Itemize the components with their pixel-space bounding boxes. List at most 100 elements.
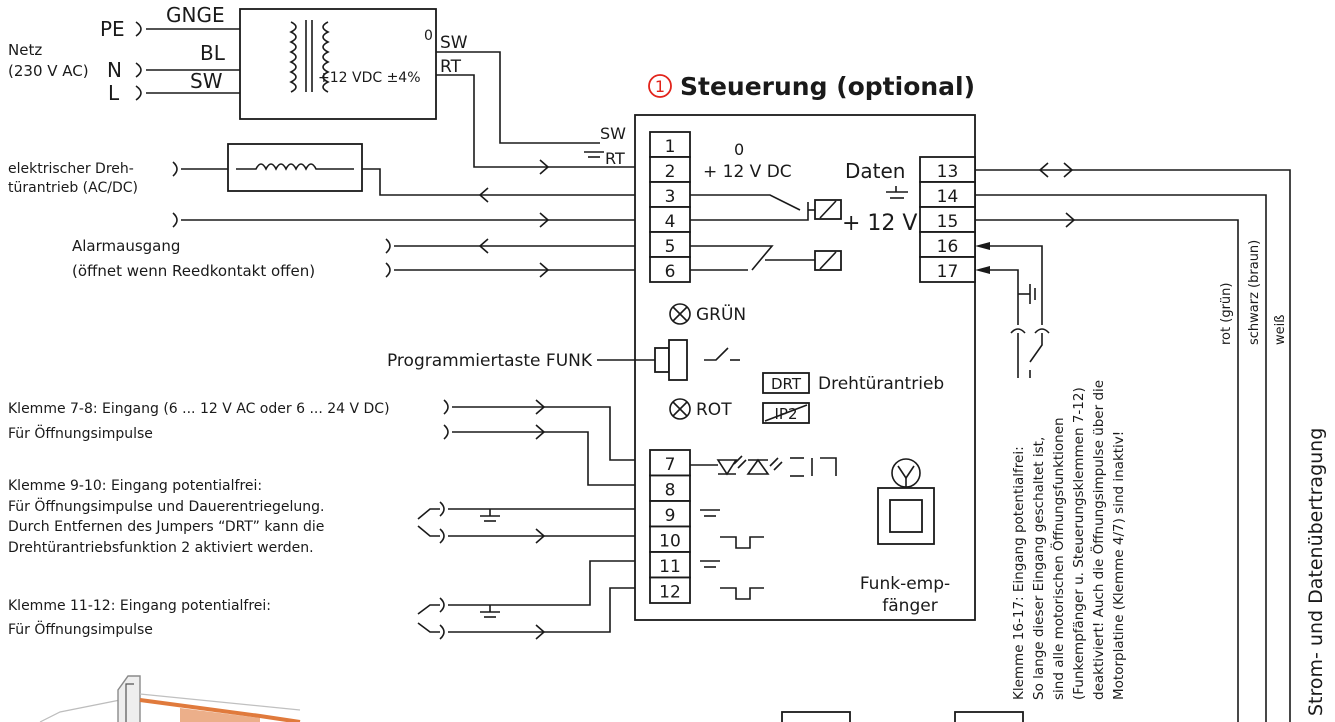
arrow-15 [1065, 212, 1076, 228]
left-terminal-label: 1 [665, 137, 676, 157]
left-terminal-label: 3 [665, 187, 676, 207]
right-terminal-label: 17 [937, 262, 959, 282]
psu-out-sw: SW [440, 33, 468, 53]
psu-output-voltage: +12 VDC ±4% [318, 70, 421, 86]
drive-label-line1: elektrischer Dreh- [8, 161, 134, 177]
ground-symbol-9 [700, 509, 720, 517]
vertical-note-line: Klemme 16-17: Eingang potentialfrei: [1011, 446, 1027, 700]
left-terminal-label: 10 [659, 532, 681, 552]
mains-pe: PE [100, 17, 125, 41]
k910-line2: Für Öffnungsimpulse und Dauerentriegelun… [8, 497, 324, 515]
alarm-label-line1: Alarmausgang [72, 237, 180, 255]
alarm-label-line2: (öffnet wenn Reedkontakt offen) [72, 262, 315, 280]
k78-plug-a [443, 399, 449, 415]
controller-badge-ring [648, 74, 672, 98]
switch-16-17 [1029, 333, 1043, 363]
radio-receiver: Funk-emp- fänger [860, 458, 950, 616]
left-terminal-2 [649, 156, 691, 183]
wire-psu-rt [436, 74, 635, 168]
ground-symbol-17 [1018, 284, 1036, 304]
left-terminal-label: 4 [665, 212, 676, 232]
wire-data-13 [975, 169, 1291, 722]
relay-5-6 [690, 245, 842, 271]
plug-17 [1010, 328, 1026, 334]
bottom-box-left [781, 711, 851, 722]
k78-line2: Für Öffnungsimpulse [8, 424, 153, 442]
left-terminal-label: 8 [665, 481, 676, 501]
psu-out-rt: RT [440, 57, 462, 77]
programming-key: Programmiertaste FUNK [387, 339, 740, 381]
jumper-drt-label: Drehtürantrieb [818, 374, 944, 394]
ground-symbol-rt [584, 151, 604, 158]
plug-16 [1034, 328, 1050, 334]
controller-in-rt: RT [605, 149, 625, 168]
inputs-section: Klemme 7-8: Eingang (6 ... 12 V AC oder … [8, 399, 635, 640]
left-terminal-11 [649, 551, 691, 579]
controller-in-sw: SW [600, 124, 626, 143]
drive-plug-a [172, 161, 178, 177]
optocoupler [690, 455, 837, 477]
left-terminal-9 [649, 500, 691, 528]
mains-n: N [107, 58, 122, 82]
k910-line3: Durch Entfernen des Jumpers “DRT” kann d… [8, 519, 324, 535]
controller-badge-number: 1 [655, 77, 665, 96]
switch-9-10 [417, 501, 635, 544]
led-red-label: ROT [696, 400, 732, 420]
controller-data-label: Daten [845, 159, 905, 183]
left-terminal-10 [649, 525, 691, 553]
cable-red-label: rot (grün) [1219, 283, 1234, 345]
vertical-note-line: sind alle motorischen Öffnungsfunktionen [1049, 417, 1067, 700]
radio-receiver-label-line2: fänger [882, 596, 937, 616]
k1112-line2: Für Öffnungsimpulse [8, 620, 153, 638]
arrow-4 [539, 212, 550, 228]
controller-12v-right: + 12 V [842, 211, 917, 236]
cable-black-label: schwarz (braun) [1247, 240, 1262, 345]
motor-coil [236, 163, 354, 171]
arrow-3 [478, 187, 489, 203]
arrow-17 [975, 266, 990, 274]
wire-16 [985, 245, 1043, 325]
arrow-2 [539, 159, 550, 175]
jumper-drt-box [762, 372, 810, 394]
drive-label-line2: türantrieb (AC/DC) [8, 180, 138, 196]
wire-12v-15 [975, 219, 1239, 722]
relay-3-4 [690, 194, 842, 221]
left-terminal-label: 7 [665, 455, 676, 475]
pulse-12 [720, 587, 764, 600]
vertical-note-line: deaktiviert! Auch die Öffnungsimpulse üb… [1089, 380, 1107, 700]
wire-input-7 [452, 406, 635, 461]
drive-plug-b [172, 212, 178, 228]
drive-section: elektrischer Dreh- türantrieb (AC/DC) Al… [8, 143, 635, 280]
arrow-5 [478, 238, 489, 254]
door-illustration [39, 675, 301, 722]
arrow-13-right [1063, 162, 1074, 178]
vertical-note-line: Motorplatine (Klemme 4/7) sind inaktiv! [1111, 431, 1127, 700]
left-terminal-label: 6 [665, 262, 676, 282]
controller-zero-label: 0 [734, 140, 744, 159]
jumper-ip2-strike [764, 404, 808, 422]
left-terminal-7 [649, 449, 691, 477]
pulse-10 [720, 536, 764, 549]
power-supply-box [239, 8, 437, 120]
right-terminal-17 [919, 256, 976, 283]
data-cable-section: rot (grün) schwarz (braun) weiß Strom- u… [975, 162, 1327, 722]
psu-zero: 0 [424, 28, 433, 44]
plug-l [135, 85, 142, 101]
radio-receiver-label-line1: Funk-emp- [860, 574, 950, 594]
k910-line4: Drehtürantriebsfunktion 2 aktiviert werd… [8, 540, 314, 556]
jumper-ip2-text: IP2 [774, 405, 797, 423]
jumper-drt-text: DRT [771, 375, 802, 393]
wire-psu-sw [436, 51, 600, 144]
mains-l: L [108, 81, 120, 105]
arrow-13-left [1038, 162, 1049, 178]
left-terminal-label: 12 [659, 583, 681, 603]
right-terminal-label: 13 [937, 162, 959, 182]
wire-drive-3 [362, 168, 635, 196]
wire-17 [985, 269, 1019, 325]
right-terminal-label: 15 [937, 212, 959, 232]
led-green-label: GRÜN [696, 303, 746, 325]
wire-label-sw: SW [190, 69, 223, 93]
k78-line1: Klemme 7-8: Eingang (6 ... 12 V AC oder … [8, 401, 390, 417]
